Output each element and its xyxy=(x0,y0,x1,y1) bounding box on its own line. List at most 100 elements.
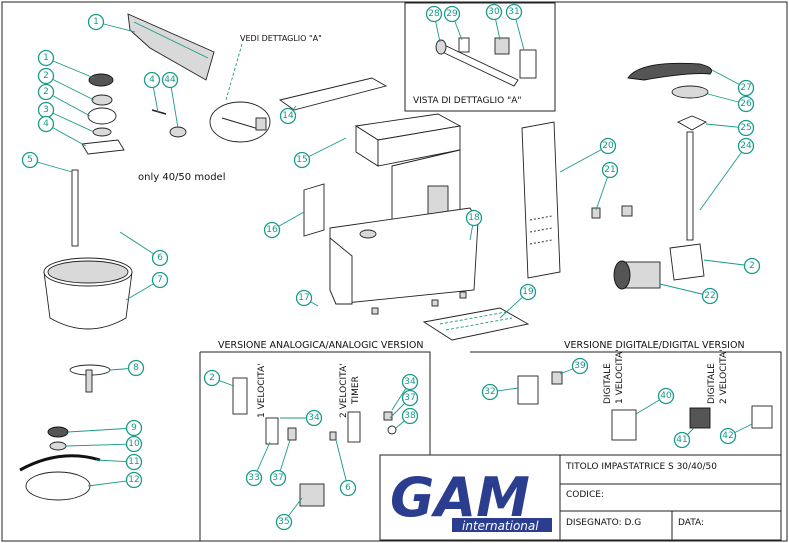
callout-leader xyxy=(301,137,347,161)
back-panel xyxy=(521,121,561,279)
gearbox xyxy=(669,243,705,281)
callout-circle xyxy=(657,387,675,405)
callout-circle xyxy=(125,435,143,453)
detail-a-caption: VISTA DI DETTAGLIO "A" xyxy=(413,96,522,106)
callout-circle xyxy=(275,513,293,531)
callout-number: 30 xyxy=(488,7,500,17)
belt-part xyxy=(627,62,713,81)
digital-one-a: DIGITALE xyxy=(603,363,613,404)
digital-one-b: 1 VELOCITA' xyxy=(615,349,625,404)
title-block-codice: CODICE: xyxy=(566,490,604,500)
callout-circle xyxy=(125,419,143,437)
guard-part xyxy=(127,13,215,81)
callout-number: 8 xyxy=(133,363,139,373)
callout-leader xyxy=(45,75,95,101)
callout-circle xyxy=(125,471,143,489)
callout-circle xyxy=(737,95,755,113)
callout-number: 15 xyxy=(296,155,307,165)
callout-number: 14 xyxy=(282,111,294,121)
callout-number: 44 xyxy=(164,75,176,85)
detail-leader xyxy=(225,43,243,101)
callout-28: 28 xyxy=(425,5,443,23)
callout-circle xyxy=(245,469,263,487)
knob-part xyxy=(88,73,114,87)
callout-number: 2 xyxy=(749,261,755,271)
callout-number: 27 xyxy=(740,83,751,93)
callout-22: 22 xyxy=(701,287,719,305)
gam-logo-sub: international xyxy=(462,519,539,533)
analog-small-part xyxy=(329,431,337,441)
callout-4: 4 xyxy=(143,71,161,89)
callout-number: 22 xyxy=(704,291,715,301)
big-pulley xyxy=(671,85,709,99)
callout-number: 29 xyxy=(446,9,458,19)
callout-circle xyxy=(443,5,461,23)
callout-39: 39 xyxy=(571,357,589,375)
callout-circle xyxy=(37,83,55,101)
callout-18: 18 xyxy=(465,209,483,227)
clip-21b xyxy=(621,205,633,217)
digital-two-b: 2 VELOCITA' xyxy=(719,349,729,404)
callout-circle xyxy=(505,3,523,21)
callout-number: 6 xyxy=(345,483,351,493)
callout-19: 19 xyxy=(519,283,537,301)
callout-10: 10 xyxy=(125,435,143,453)
callout-1: 1 xyxy=(87,13,105,31)
callout-24: 24 xyxy=(737,137,755,155)
callout-number: 38 xyxy=(404,411,416,421)
analog-knob-38 xyxy=(387,425,397,435)
callout-circle xyxy=(295,289,313,307)
callout-14: 14 xyxy=(279,107,297,125)
callout-32: 32 xyxy=(481,383,499,401)
callout-number: 25 xyxy=(740,123,751,133)
callout-1: 1 xyxy=(37,49,55,67)
callout-circle xyxy=(143,71,161,89)
callout-number: 2 xyxy=(43,71,49,81)
vedi-dettaglio-label: VEDI DETTAGLIO "A" xyxy=(240,34,322,43)
callout-9: 9 xyxy=(125,419,143,437)
callout-number: 31 xyxy=(508,7,519,17)
callout-circle xyxy=(519,283,537,301)
callout-circle xyxy=(127,359,145,377)
callout-circle xyxy=(401,389,419,407)
analog-plate-6 xyxy=(347,411,361,443)
callout-circle xyxy=(279,107,297,125)
callout-number: 20 xyxy=(602,141,614,151)
analog-timer-35 xyxy=(299,483,325,507)
callout-25: 25 xyxy=(737,119,755,137)
callout-circle xyxy=(37,49,55,67)
callout-2: 2 xyxy=(743,257,761,275)
callout-number: 21 xyxy=(604,165,615,175)
callout-circle xyxy=(269,469,287,487)
callout-number: 33 xyxy=(248,473,259,483)
callout-number: 5 xyxy=(27,155,33,165)
callout-21: 21 xyxy=(601,161,619,179)
callout-number: 37 xyxy=(272,473,283,483)
analog-title: VERSIONE ANALOGICA/ANALOGIC VERSION xyxy=(218,340,423,351)
callout-circle xyxy=(339,479,357,497)
pulley-part xyxy=(87,107,117,125)
callout-37: 37 xyxy=(401,389,419,407)
detail-a-shaft xyxy=(435,37,537,87)
callout-38: 38 xyxy=(401,407,419,425)
callout-circle xyxy=(203,369,221,387)
callout-27: 27 xyxy=(737,79,755,97)
callout-number: 9 xyxy=(131,423,137,433)
foot-part-2 xyxy=(431,299,439,307)
callout-4: 4 xyxy=(37,115,55,133)
washer-part xyxy=(91,94,113,106)
callout-circle xyxy=(673,431,691,449)
callout-circle xyxy=(601,161,619,179)
callout-2: 2 xyxy=(37,67,55,85)
analog-switch-37b xyxy=(383,411,393,421)
callout-16: 16 xyxy=(263,221,281,239)
callout-circle xyxy=(305,409,323,427)
analog-timer: TIMER xyxy=(351,376,361,405)
callout-circle xyxy=(125,453,143,471)
washer-part-3 xyxy=(49,441,67,451)
digital-two-a: DIGITALE xyxy=(707,363,717,404)
callout-17: 17 xyxy=(295,289,313,307)
callout-2: 2 xyxy=(37,83,55,101)
rod-part xyxy=(71,169,79,247)
